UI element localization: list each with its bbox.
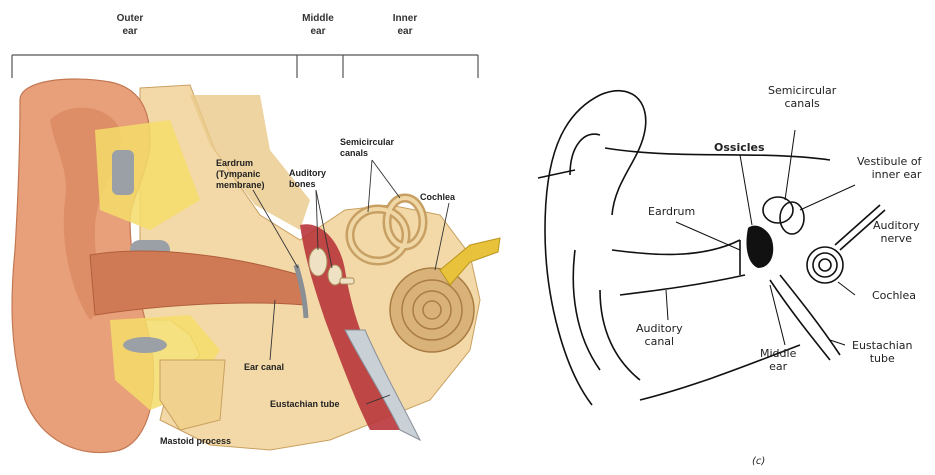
- right-auditory-nerve-label: Auditory nerve: [873, 219, 920, 245]
- colored-ear-illustration: [12, 79, 500, 453]
- right-middle-ear-label: Middle ear: [760, 347, 796, 373]
- auditory-canal-label: Auditory canal: [636, 322, 683, 348]
- semicircular-canals-label: Semicircular canals: [340, 137, 394, 159]
- grey-tissue-1: [112, 150, 134, 195]
- canal-upper-wall: [612, 240, 740, 254]
- right-eustachian-tube-label: Eustachian tube: [852, 339, 913, 365]
- outer-ear-outline: [545, 91, 646, 405]
- ossicles-label: Ossicles: [714, 141, 765, 154]
- cochlea-label: Cochlea: [420, 192, 455, 203]
- ossicles-line-shape: [746, 226, 773, 268]
- right-semicircular-canals-label: Semicircular canals: [768, 84, 836, 110]
- eardrum-label: Eardrum (Tympanic membrane): [216, 158, 265, 191]
- mastoid-process-label: Mastoid process: [160, 436, 231, 447]
- vestibule-label: Vestibule of inner ear: [857, 155, 921, 181]
- semicircular-canals-line: [763, 197, 793, 223]
- section-bracket: [12, 55, 478, 78]
- outer-ear-section-label: Outer ear: [100, 12, 160, 38]
- right-cochlea-label: Cochlea: [872, 289, 916, 302]
- canal-lower-wall: [620, 275, 745, 295]
- line-drawing-ear: [538, 91, 885, 405]
- eustachian-tube-label: Eustachian tube: [270, 399, 340, 410]
- ear-canal-label: Ear canal: [244, 362, 284, 373]
- middle-ear-section-label: Middle ear: [288, 12, 348, 38]
- grey-tissue-3: [123, 337, 167, 353]
- cochlea-shape: [390, 268, 474, 352]
- cochlea-line: [807, 247, 843, 283]
- right-eardrum-label: Eardrum: [648, 205, 695, 218]
- eustachian-tube-line: [780, 275, 840, 355]
- auditory-bones-label: Auditory bones: [289, 168, 326, 190]
- figure-caption: (c): [752, 455, 765, 468]
- inner-ear-section-label: Inner ear: [375, 12, 435, 38]
